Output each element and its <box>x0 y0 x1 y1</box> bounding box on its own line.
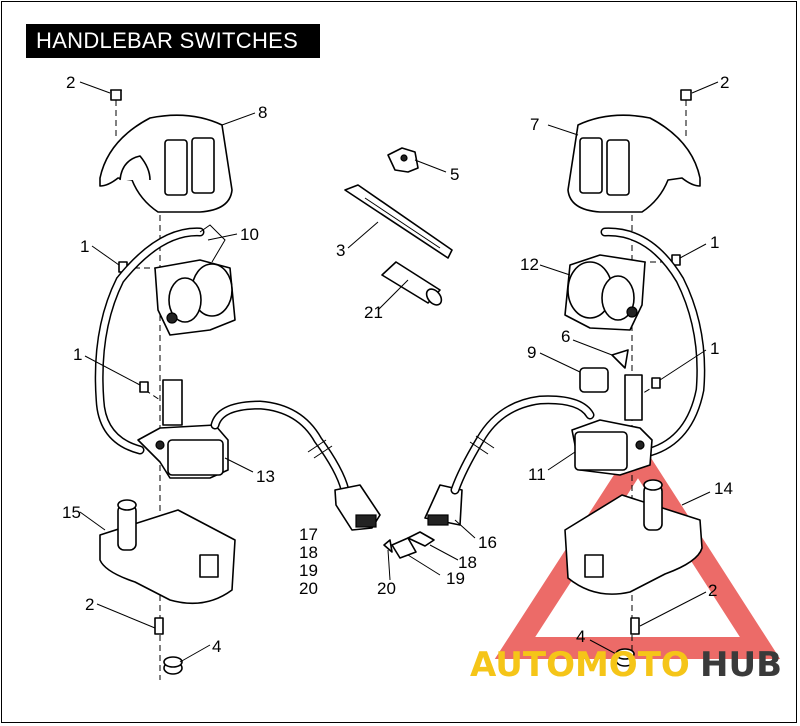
callout-9: 9 <box>527 343 536 362</box>
callout-21: 21 <box>364 303 383 322</box>
lower-switch-housing-left <box>99 499 236 605</box>
callout-1: 1 <box>80 237 89 256</box>
switch-assembly-right-lower <box>571 374 653 476</box>
switch-9 <box>579 367 609 393</box>
watermark-text-automoto: AUTOMOTO <box>470 645 690 685</box>
diagram-title: HANDLEBAR SWITCHES <box>26 24 320 58</box>
callout-1: 1 <box>710 233 719 252</box>
callout-20: 20 <box>299 579 318 598</box>
screw-1-left-lower <box>139 381 149 393</box>
cable-strap-3 <box>344 184 453 259</box>
watermark-logo: AUTOMOTO HUB <box>470 645 782 685</box>
terminals-18-19-20 <box>383 531 435 559</box>
callout-10: 10 <box>240 225 259 244</box>
callout-13: 13 <box>256 467 275 486</box>
callout-2: 2 <box>708 581 717 600</box>
callout-14: 14 <box>714 479 733 498</box>
wire-harness-right <box>450 395 595 495</box>
terminal-6 <box>611 349 629 369</box>
callout-2: 2 <box>66 73 75 92</box>
watermark-text-hub: HUB <box>700 645 782 685</box>
connector-16 <box>424 484 463 526</box>
callout-19: 19 <box>299 561 318 580</box>
callout-17: 17 <box>299 525 318 544</box>
callout-15: 15 <box>62 503 81 522</box>
callout-20: 20 <box>377 579 396 598</box>
nut-4-bottom-left <box>163 656 183 675</box>
callout-4: 4 <box>576 627 585 646</box>
callout-1: 1 <box>73 345 82 364</box>
screw-2-top-right <box>680 89 692 101</box>
callout-1: 1 <box>710 339 719 358</box>
upper-switch-housing-right <box>567 114 701 213</box>
switch-assembly-left-upper <box>94 224 236 455</box>
callout-12: 12 <box>520 255 539 274</box>
nut-4-bottom-right <box>615 648 635 667</box>
lower-switch-housing-right <box>564 479 703 595</box>
screw-2-bottom-left <box>154 617 164 635</box>
screw-2-bottom-right <box>630 617 640 635</box>
callout-5: 5 <box>450 165 459 184</box>
screw-2-top-left <box>110 89 122 101</box>
leader-lines <box>79 81 719 663</box>
switch-assembly-left-lower <box>137 379 229 479</box>
callout-18: 18 <box>299 543 318 562</box>
connector-17 <box>334 484 381 531</box>
callout-3: 3 <box>336 241 345 260</box>
screw-1-right-lower <box>651 377 661 389</box>
upper-switch-housing-left <box>99 114 233 213</box>
callout-16: 16 <box>478 533 497 552</box>
switch-assembly-right-upper <box>564 227 706 457</box>
callout-labels: 2 8 1 10 1 13 15 2 4 5 3 21 17 18 19 20 … <box>62 73 733 656</box>
clip-5 <box>387 147 419 173</box>
callout-11: 11 <box>528 465 546 484</box>
callout-7: 7 <box>530 115 539 134</box>
callout-2: 2 <box>720 73 729 92</box>
callout-18: 18 <box>458 553 477 572</box>
callout-6: 6 <box>561 327 570 346</box>
sleeve-21 <box>381 261 443 306</box>
callout-8: 8 <box>258 103 267 122</box>
callout-4: 4 <box>212 637 221 656</box>
screw-1-right-upper <box>671 254 681 266</box>
callout-19: 19 <box>446 569 465 588</box>
wire-harness-left <box>210 400 350 495</box>
callout-2: 2 <box>85 595 94 614</box>
